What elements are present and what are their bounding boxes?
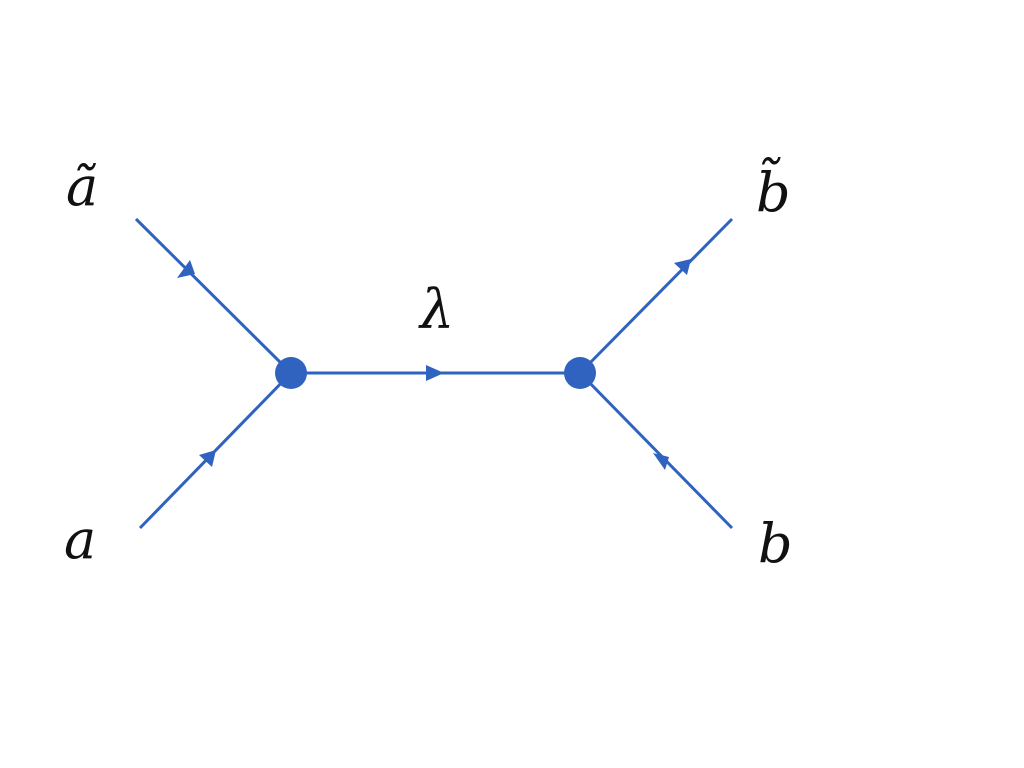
label-a: a bbox=[64, 508, 96, 571]
vertex-left bbox=[275, 357, 307, 389]
label-b-tilde: b̃ bbox=[756, 156, 791, 224]
arrow-lambda bbox=[426, 365, 444, 381]
edge-a-tilde bbox=[134, 217, 293, 375]
vertex-right bbox=[564, 357, 596, 389]
edge-a bbox=[138, 371, 293, 530]
edge-lambda bbox=[291, 365, 580, 381]
edge-b bbox=[578, 371, 734, 530]
label-a-tilde: ã bbox=[66, 155, 98, 218]
label-b: b bbox=[758, 512, 793, 575]
edge-b-tilde bbox=[578, 217, 734, 375]
arrow-a-tilde bbox=[177, 260, 195, 278]
label-lambda: λ bbox=[418, 278, 454, 341]
arrow-b-tilde bbox=[674, 259, 691, 275]
arrow-b bbox=[653, 453, 669, 470]
arrow-a bbox=[199, 450, 216, 467]
